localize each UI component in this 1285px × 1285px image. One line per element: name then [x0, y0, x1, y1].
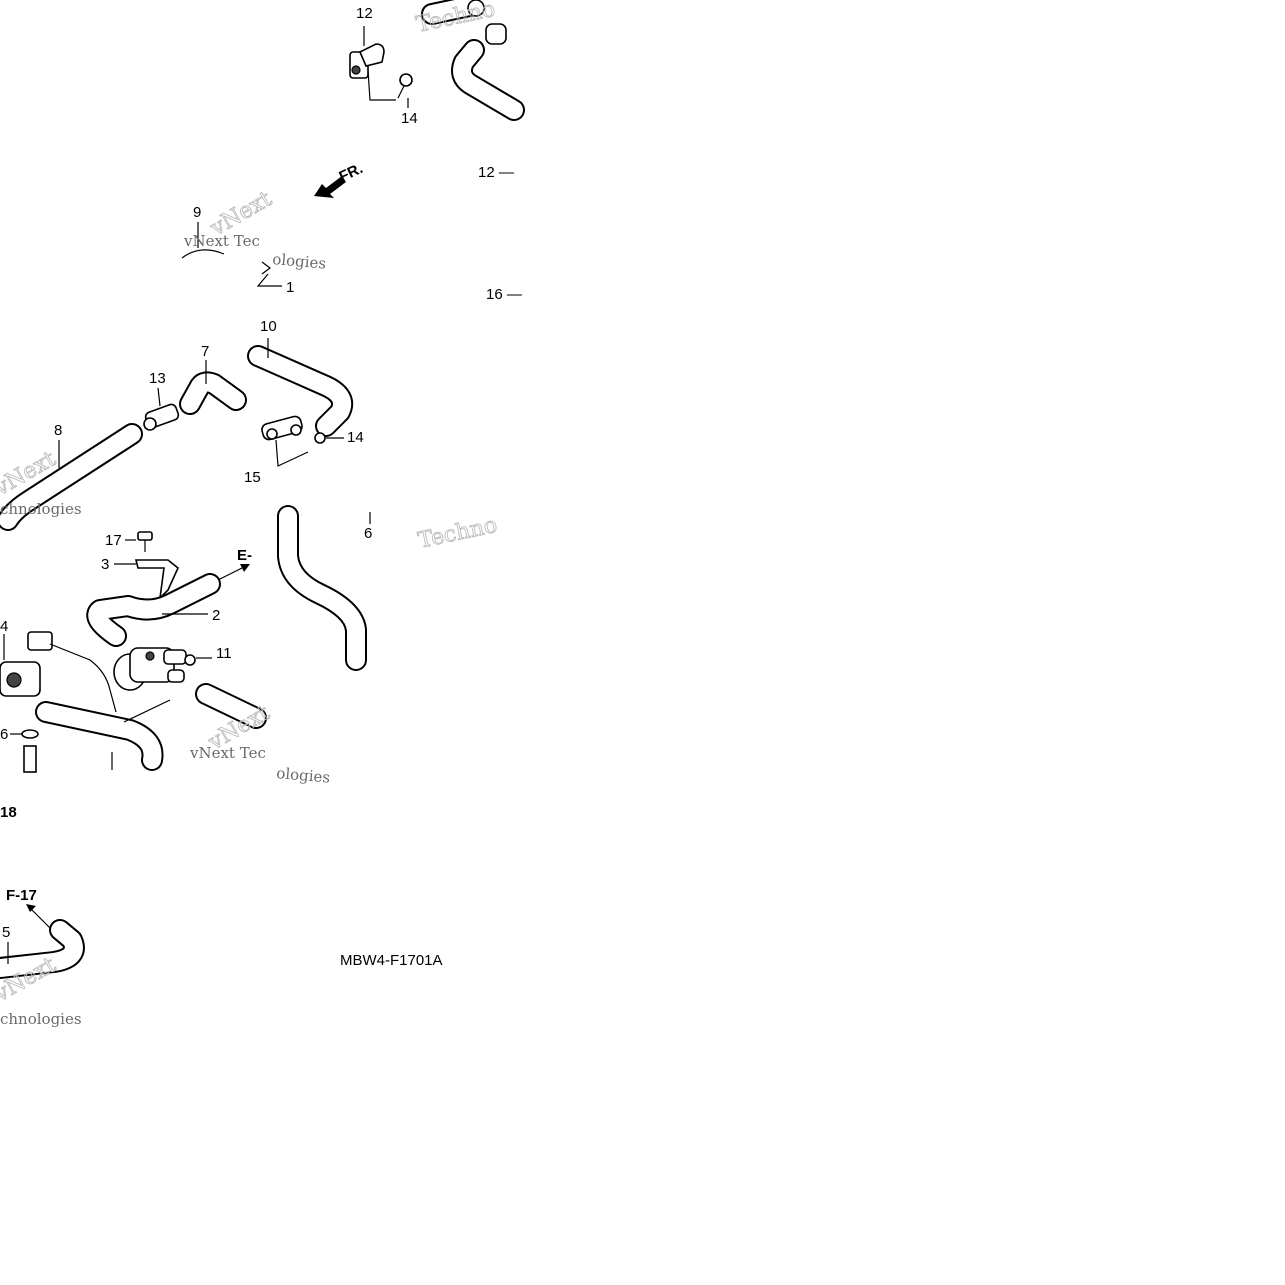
watermark-text-1: vNext Tec	[183, 232, 260, 250]
hose-part-8	[0, 423, 143, 531]
callout-13: 13	[149, 370, 166, 387]
bolt-part-17	[125, 531, 153, 552]
front-direction-label: FR.	[337, 160, 366, 186]
hose-part-5	[0, 919, 85, 979]
callout-7: 7	[201, 343, 209, 360]
clamp-part-12-top	[349, 26, 385, 79]
joint-part-13	[143, 387, 180, 431]
watermark-text-2: ologies	[272, 250, 327, 273]
callout-14-top: 14	[401, 110, 418, 127]
callout-3: 3	[101, 556, 109, 573]
callout-4-left: 4	[0, 618, 8, 635]
callout-5: 5	[2, 924, 10, 941]
watermark-text-5: ologies	[276, 764, 331, 787]
fitting-part-1	[256, 261, 282, 287]
ref-label-f17: F-17	[6, 887, 37, 904]
hose-part-2	[86, 573, 221, 647]
hose-part-6	[277, 505, 371, 671]
watermark-text-6: chnologies	[0, 1010, 82, 1028]
bolt-part-14-top	[367, 69, 413, 108]
hose-lower-left	[35, 683, 267, 771]
watermark-tech-1: Techno	[416, 513, 499, 554]
clamp-part-14-mid	[261, 415, 344, 467]
hose-top-right	[421, 0, 525, 121]
watermark-text-3: chnologies	[0, 500, 82, 518]
valve-part-11	[113, 647, 212, 691]
sensor-part-4	[0, 631, 117, 713]
hose-part-10	[247, 338, 354, 437]
front-direction-arrow-icon	[314, 176, 346, 198]
callout-6-left: 6	[0, 726, 8, 743]
callout-14-mid: 14	[347, 429, 364, 446]
callout-2: 2	[212, 607, 220, 624]
callout-8: 8	[54, 422, 62, 439]
elbow-hose-part-7	[179, 360, 247, 415]
callout-17: 17	[105, 532, 122, 549]
callout-6: 6	[364, 525, 372, 542]
callout-1: 1	[286, 279, 294, 296]
ref-label-18: 18	[0, 804, 17, 821]
ref-label-e: E-	[237, 547, 252, 564]
callout-11: 11	[216, 645, 232, 662]
callout-9: 9	[193, 204, 201, 221]
callout-12-right: 12 —	[478, 164, 514, 181]
watermark-text-4: vNext Tec	[189, 744, 266, 762]
clip-part-6-left	[10, 729, 39, 773]
bracket-part-3	[114, 559, 179, 601]
callout-12-top: 12	[356, 5, 373, 22]
part-code-label: MBW4-F1701A	[340, 952, 443, 969]
callout-15-mid: 15	[244, 469, 261, 486]
reference-arrow-f17-icon	[26, 904, 51, 929]
callout-10: 10	[260, 318, 277, 335]
callout-16-right: 16 —	[486, 286, 522, 303]
